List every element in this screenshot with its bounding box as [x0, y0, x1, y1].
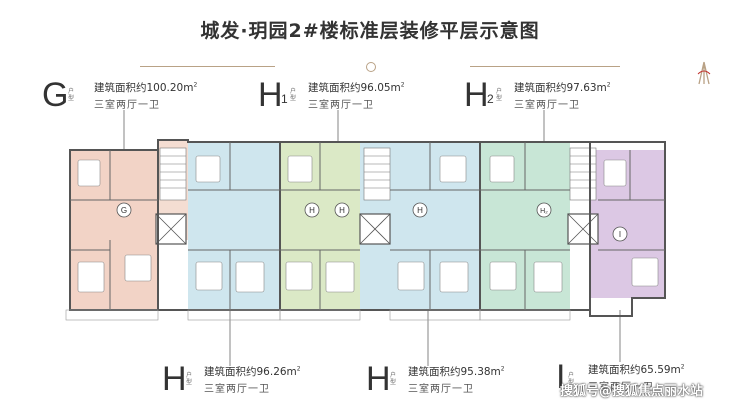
unit-marker-label: H	[309, 206, 315, 215]
unit-rooms: 三室两厅一卫	[308, 100, 374, 111]
title-divider-left	[140, 66, 275, 67]
unit-marker-g	[116, 202, 132, 218]
furniture	[77, 155, 659, 293]
unit-marker-h-3	[412, 202, 428, 218]
unit-marker-h-2	[334, 202, 350, 218]
page-title: 城发·玥园2#楼标准层装修平层示意图	[200, 20, 540, 42]
unit-area: 建筑面积约95.38m2	[408, 365, 505, 379]
unit-marker-label: H	[417, 206, 423, 215]
unit-sub: 2	[487, 92, 494, 106]
unit-marker-h2	[536, 202, 552, 218]
interior-partitions	[70, 142, 665, 310]
unit-type-mark: 户型	[68, 88, 75, 102]
unit-letter: H	[464, 76, 489, 114]
watermark: 搜狐号@搜狐焦点丽水站	[560, 384, 704, 399]
walls	[69, 139, 666, 317]
brand-logo-icon	[697, 61, 711, 85]
unit-markers: G H H H H₂ I	[116, 202, 628, 242]
unit-marker-label: H₂	[540, 208, 548, 215]
unit-marker-label: I	[619, 230, 621, 239]
unit-rooms: 三室两厅一卫	[408, 384, 474, 395]
unit-area: 建筑面积约97.63m2	[514, 81, 611, 95]
unit-letter: H	[258, 76, 283, 114]
unit-marker-label: H	[339, 206, 345, 215]
unit-rooms: 三室两厅一卫	[514, 100, 580, 111]
unit-sub: 1	[281, 92, 288, 106]
unit-area: 建筑面积约96.05m2	[308, 81, 405, 95]
unit-letter: H	[162, 360, 187, 398]
unit-area: 建筑面积约96.26m2	[204, 365, 301, 379]
stairs	[159, 147, 597, 201]
title-divider-right	[470, 66, 620, 67]
unit-area: 建筑面积约65.59m2	[588, 363, 685, 377]
unit-type-mark: 户型	[496, 88, 503, 102]
unit-rooms: 三室两厅一卫	[588, 382, 654, 393]
unit-type-mark: 户型	[186, 372, 193, 386]
unit-marker-label: G	[121, 206, 127, 215]
unit-marker-i	[612, 226, 628, 242]
unit-rooms: 三室两厅一卫	[204, 384, 270, 395]
unit-type-mark: 户型	[290, 88, 297, 102]
unit-letter: G	[42, 76, 69, 114]
unit-marker-h-1	[304, 202, 320, 218]
unit-letter: I	[556, 358, 566, 396]
unit-letter: H	[366, 360, 391, 398]
title-divider-ornament	[366, 62, 376, 72]
unit-rooms: 三室两厅一卫	[94, 100, 160, 111]
unit-type-mark: 户型	[390, 372, 397, 386]
unit-type-mark: 户型	[568, 372, 575, 386]
balconies	[65, 309, 571, 321]
unit-area: 建筑面积约100.20m2	[94, 81, 198, 95]
